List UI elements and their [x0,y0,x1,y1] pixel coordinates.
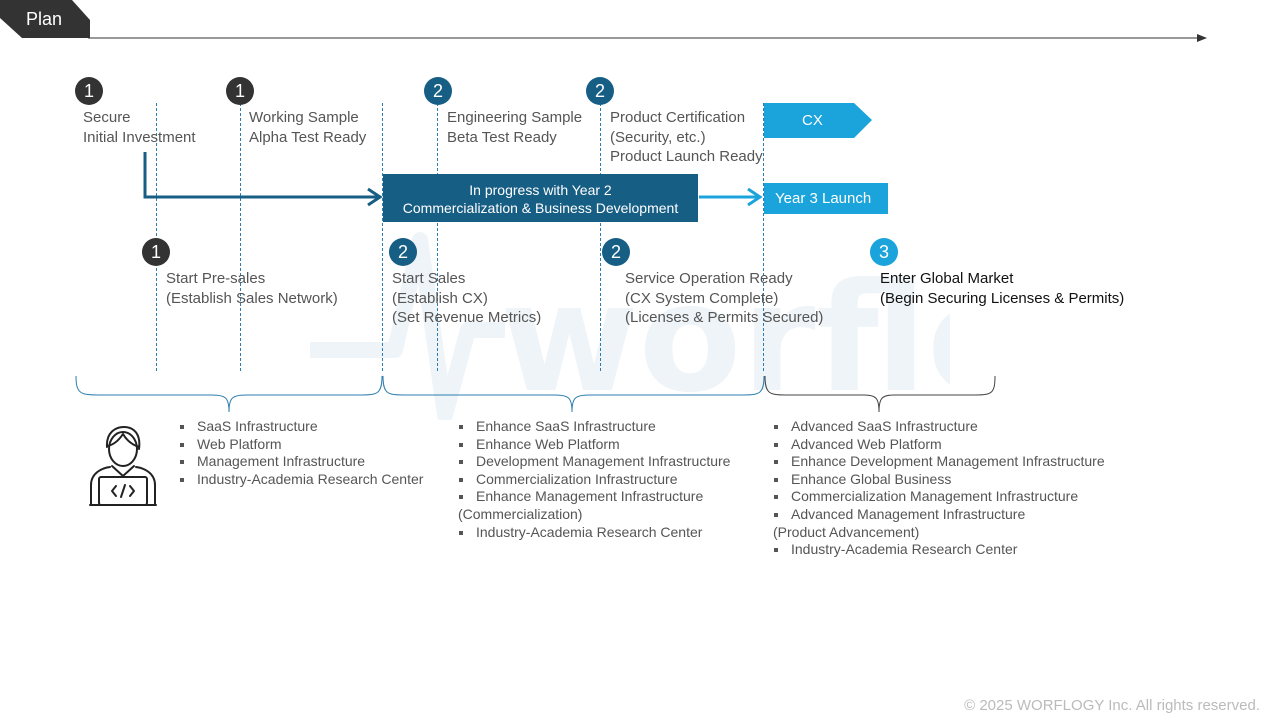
code-icon [111,484,135,498]
phase-1-brace [75,375,383,413]
list-item: Enhance Management Infrastructure [458,488,730,506]
developer-person-icon [88,423,158,511]
phase-2-list: Enhance SaaS Infrastructure Enhance Web … [458,418,730,541]
list-item: Enhance Web Platform [458,436,730,454]
milestone-start-sales: Start Sales (Establish CX) (Set Revenue … [392,270,542,326]
list-item: Industry-Academia Research Center [458,524,730,542]
list-item: Advanced SaaS Infrastructure [773,418,1105,436]
year3-launch-label: Year 3 Launch [764,183,888,214]
timeline-guide-line [382,103,383,371]
list-item: Commercialization Infrastructure [458,471,730,489]
timeline-guide-line [437,103,438,371]
milestone-start-presales: Start Pre-sales (Establish Sales Network… [166,270,338,307]
milestone-engineering-sample: Engineering Sample Beta Test Ready [447,109,583,146]
list-item: Web Platform [179,436,423,454]
milestone-working-sample: Working Sample Alpha Test Ready [249,109,367,146]
list-item: Management Infrastructure [179,453,423,471]
copyright-footer: © 2025 WORFLOGY Inc. All rights reserved… [964,697,1260,714]
list-item: Industry-Academia Research Center [179,471,423,489]
milestone-secure-investment: Secure Initial Investment [83,109,196,146]
timeline-guide-line [156,103,157,371]
milestone-badge: 1 [226,77,254,105]
list-item-continuation: (Product Advancement) [773,523,920,540]
phase-2-brace [382,375,765,413]
phase-3-list: Advanced SaaS Infrastructure Advanced We… [773,418,1105,559]
milestone-badge: 1 [75,77,103,105]
milestone-badge: 3 [870,238,898,266]
list-item: Enhance Global Business [773,471,1105,489]
list-item: Advanced Management Infrastructure [773,506,1105,524]
list-item: Enhance SaaS Infrastructure [458,418,730,436]
milestone-badge: 1 [142,238,170,266]
list-item: Commercialization Management Infrastruct… [773,488,1105,506]
phase-1-list: SaaS Infrastructure Web Platform Managem… [179,418,423,488]
milestone-global-market: Enter Global Market (Begin Securing Lice… [880,270,1125,307]
timeline-guide-line [600,103,601,371]
phase-3-brace [764,375,996,413]
year2-progress-banner: In progress with Year 2 Commercializatio… [383,174,698,222]
timeline-guide-line [240,103,241,371]
investment-arrow [143,152,378,199]
milestone-badge: 2 [389,238,417,266]
list-item: Development Management Infrastructure [458,453,730,471]
cx-arrow-label: CX [764,103,872,138]
milestone-badge: 2 [602,238,630,266]
list-item: SaaS Infrastructure [179,418,423,436]
milestone-product-certification: Product Certification (Security, etc.) P… [610,109,763,165]
timeline-guide-line [763,103,764,371]
milestone-service-operation: Service Operation Ready (CX System Compl… [625,270,824,326]
list-item: Industry-Academia Research Center [773,541,1105,559]
list-item: Enhance Development Management Infrastru… [773,453,1105,471]
milestone-badge: 2 [424,77,452,105]
milestone-badge: 2 [586,77,614,105]
list-item: Advanced Web Platform [773,436,1105,454]
list-item-continuation: (Commercialization) [458,505,583,522]
